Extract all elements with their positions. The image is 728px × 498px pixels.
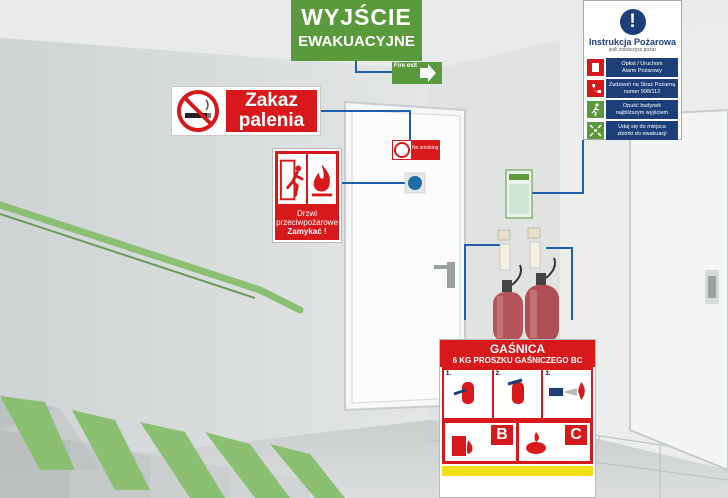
- fire-door-line3: Zamykać !: [287, 227, 327, 236]
- fire-door-pictograms: [275, 151, 339, 207]
- flame-icon: [308, 154, 336, 204]
- extinguisher-step: 2.: [493, 370, 542, 418]
- extinguisher-header: GAŚNICA 6 KG PROSZKU GAŚNICZEGO BC: [440, 340, 595, 367]
- fire-exit-wall-sign: Fire exit: [394, 63, 418, 69]
- exit-sign-line2: EWAKUACYJNE: [298, 33, 415, 50]
- fire-alarm-icon: [587, 59, 604, 76]
- fire-instruction-subtitle: jeśli zobaczysz pożar: [608, 47, 657, 53]
- phone-icon: [587, 80, 604, 97]
- fire-door-text: Drzwi przeciwpożarowe Zamykać !: [275, 209, 339, 236]
- step1-line1: Opłoś / Uruchom: [621, 61, 663, 67]
- step1-line2: Alarm Pożarowy: [621, 67, 663, 74]
- extinguisher-step: 1.: [444, 370, 492, 418]
- fire-class-c: C: [519, 423, 590, 461]
- assembly-point-icon: [587, 122, 604, 139]
- exit-sign-line1: WYJŚCIE: [301, 4, 412, 30]
- no-smoking-sign: Zakaz palenia: [171, 86, 321, 136]
- fire-instruction-title: Instrukcja Pożarowa: [588, 37, 677, 47]
- extinguisher-steps: 1. 2. 3.: [442, 367, 593, 420]
- fire-door-line2: przeciwpożarowe: [276, 218, 338, 227]
- step3-line1: Opuść budynek: [622, 103, 662, 109]
- no-smoking-line2: palenia: [238, 110, 305, 131]
- step4-line2: zbiórki do ewakuacji: [617, 130, 667, 137]
- extinguisher-step: 3.: [543, 370, 592, 418]
- step4-line1: Udaj się do miejsca: [618, 124, 666, 130]
- pull-pin-icon: [453, 382, 474, 404]
- no-smoking-wall-sign: No smoking: [412, 145, 439, 151]
- gas-fire-icon: [526, 432, 546, 454]
- spray-flame-icon: [549, 382, 586, 400]
- fire-door-sign: Drzwi przeciwpożarowe Zamykać !: [273, 149, 341, 242]
- no-smoking-icon: [177, 90, 219, 132]
- step-number: 1.: [446, 371, 452, 377]
- liquid-fire-icon: [452, 436, 473, 456]
- running-person-door-icon: [278, 154, 306, 204]
- step2-line2: numer 998/112: [623, 88, 661, 95]
- warning-strip: [442, 466, 593, 476]
- no-smoking-line1: Zakaz: [245, 90, 298, 111]
- exit-person-icon: [587, 101, 604, 118]
- class-c-letter: C: [565, 425, 587, 445]
- extinguisher-instruction-sign: GAŚNICA 6 KG PROSZKU GAŚNICZEGO BC 1. 2.…: [439, 339, 596, 498]
- fire-door-line1: Drzwi: [297, 209, 317, 218]
- step-number: 3.: [545, 371, 551, 377]
- evacuation-exit-sign: WYJŚCIE EWAKUACYJNE: [291, 0, 422, 61]
- extinguisher-title: GAŚNICA: [489, 342, 546, 356]
- fire-class-b: B: [445, 423, 516, 461]
- fire-classes: B C: [442, 420, 593, 464]
- no-smoking-text: Zakaz palenia: [226, 90, 317, 132]
- class-b-letter: B: [491, 425, 513, 445]
- exclamation-icon: !: [619, 9, 646, 35]
- extinguisher-subtitle: 6 KG PROSZKU GAŚNICZEGO BC: [452, 356, 583, 365]
- step-number: 2.: [495, 371, 501, 377]
- step2-line1: Zadzwoń na Straż Pożarną: [608, 82, 676, 88]
- press-lever-icon: [507, 378, 524, 404]
- step3-line2: najbliższym wyjściem: [615, 109, 669, 116]
- fire-instruction-sign: ! Instrukcja Pożarowa jeśli zobaczysz po…: [583, 0, 682, 140]
